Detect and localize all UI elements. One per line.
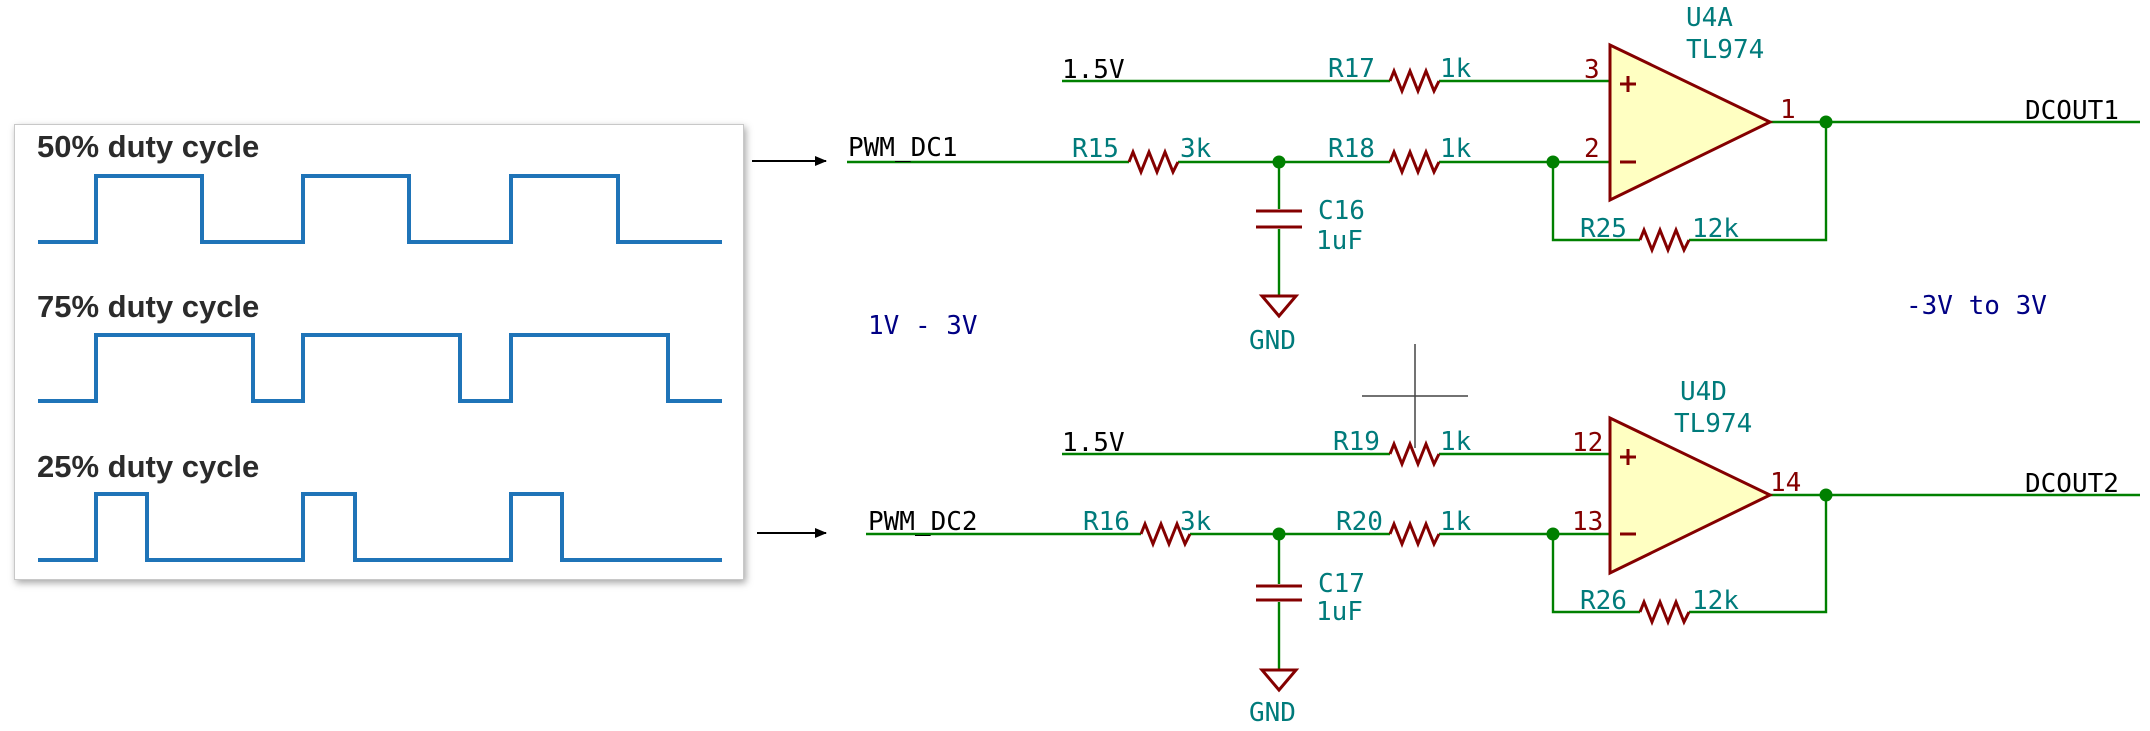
opamp-unit-u4d: U4D (1680, 377, 1727, 407)
waveform-panel (14, 124, 744, 580)
value-r18: 1k (1440, 134, 1472, 164)
pin-3: 3 (1584, 55, 1600, 85)
value-r26: 12k (1692, 586, 1739, 616)
ref-r26: R26 (1580, 586, 1627, 616)
wire-feedback-2 (1551, 534, 1640, 614)
junction-dot (1272, 527, 1286, 541)
junction-dot (1819, 488, 1833, 502)
net-label-dcout1: DCOUT1 (2025, 96, 2119, 126)
opamp-u4d (1608, 415, 1774, 576)
net-label-1v5-2: 1.5V (1062, 428, 1125, 458)
pin-12: 12 (1572, 428, 1603, 458)
ground-symbol-1 (1258, 294, 1300, 319)
ref-r19: R19 (1333, 427, 1380, 457)
gnd-label-2: GND (1249, 698, 1296, 728)
gnd-label-1: GND (1249, 326, 1296, 356)
channel-1-schematic: 1.5V PWM_DC1 DCOUT1 R17 1k R15 3k R18 1k… (847, 3, 2140, 356)
channel-2-schematic: 1.5V PWM_DC2 DCOUT2 R19 1k R16 3k R20 1k… (866, 377, 2140, 728)
junction-dot (1546, 155, 1560, 169)
wire-feedback-1 (1551, 162, 1640, 242)
waveform-50 (38, 174, 722, 244)
junction-dot (1546, 527, 1560, 541)
resistor-r17 (1388, 66, 1441, 96)
ref-r15: R15 (1072, 134, 1119, 164)
resistor-r20 (1388, 519, 1441, 549)
value-c16: 1uF (1316, 226, 1363, 256)
resistor-r15 (1127, 147, 1180, 177)
resistor-r16 (1139, 519, 1192, 549)
net-label-pwm-dc1: PWM_DC1 (848, 133, 958, 163)
opamp-unit-u4a: U4A (1686, 3, 1733, 33)
value-r17: 1k (1440, 54, 1472, 84)
opamp-u4a (1608, 42, 1774, 203)
pin-2: 2 (1584, 134, 1600, 164)
ground-symbol-2 (1258, 668, 1300, 693)
opamp-part-u4d: TL974 (1674, 409, 1752, 439)
waveform-group-25: 25% duty cycle (37, 449, 722, 562)
output-range-note: -3V to 3V (1906, 291, 2047, 321)
value-c17: 1uF (1316, 597, 1363, 627)
resistor-r18 (1388, 147, 1441, 177)
waveform-group-50: 50% duty cycle (37, 129, 722, 244)
value-r19: 1k (1440, 427, 1472, 457)
net-label-pwm-dc2: PWM_DC2 (868, 507, 978, 537)
pin-1: 1 (1780, 95, 1796, 125)
ref-c16: C16 (1318, 196, 1365, 226)
junction-dot (1272, 155, 1286, 169)
opamp-part-u4a: TL974 (1686, 35, 1764, 65)
crosshair-cursor-icon (1362, 344, 1468, 448)
ref-r18: R18 (1328, 134, 1375, 164)
junction-dot (1819, 115, 1833, 129)
pin-14: 14 (1770, 468, 1801, 498)
resistor-r19 (1388, 439, 1441, 469)
waveform-group-75: 75% duty cycle (37, 289, 722, 403)
value-r20: 1k (1440, 507, 1472, 537)
ref-r25: R25 (1580, 214, 1627, 244)
net-label-1v5-1: 1.5V (1062, 55, 1125, 85)
waveform-75 (38, 333, 722, 403)
ref-c17: C17 (1318, 569, 1365, 599)
ref-r20: R20 (1336, 507, 1383, 537)
value-r15: 3k (1180, 134, 1212, 164)
waveform-25 (38, 492, 722, 562)
net-label-dcout2: DCOUT2 (2025, 469, 2119, 499)
input-range-note: 1V - 3V (868, 311, 978, 341)
waveform-label-50: 50% duty cycle (37, 129, 259, 164)
resistor-r26 (1638, 597, 1691, 627)
resistor-r25 (1638, 225, 1691, 255)
ref-r17: R17 (1328, 54, 1375, 84)
value-r25: 12k (1692, 214, 1739, 244)
pin-13: 13 (1572, 507, 1603, 537)
waveform-label-75: 75% duty cycle (37, 289, 259, 324)
value-r16: 3k (1180, 507, 1212, 537)
ref-r16: R16 (1083, 507, 1130, 537)
waveform-label-25: 25% duty cycle (37, 449, 259, 484)
